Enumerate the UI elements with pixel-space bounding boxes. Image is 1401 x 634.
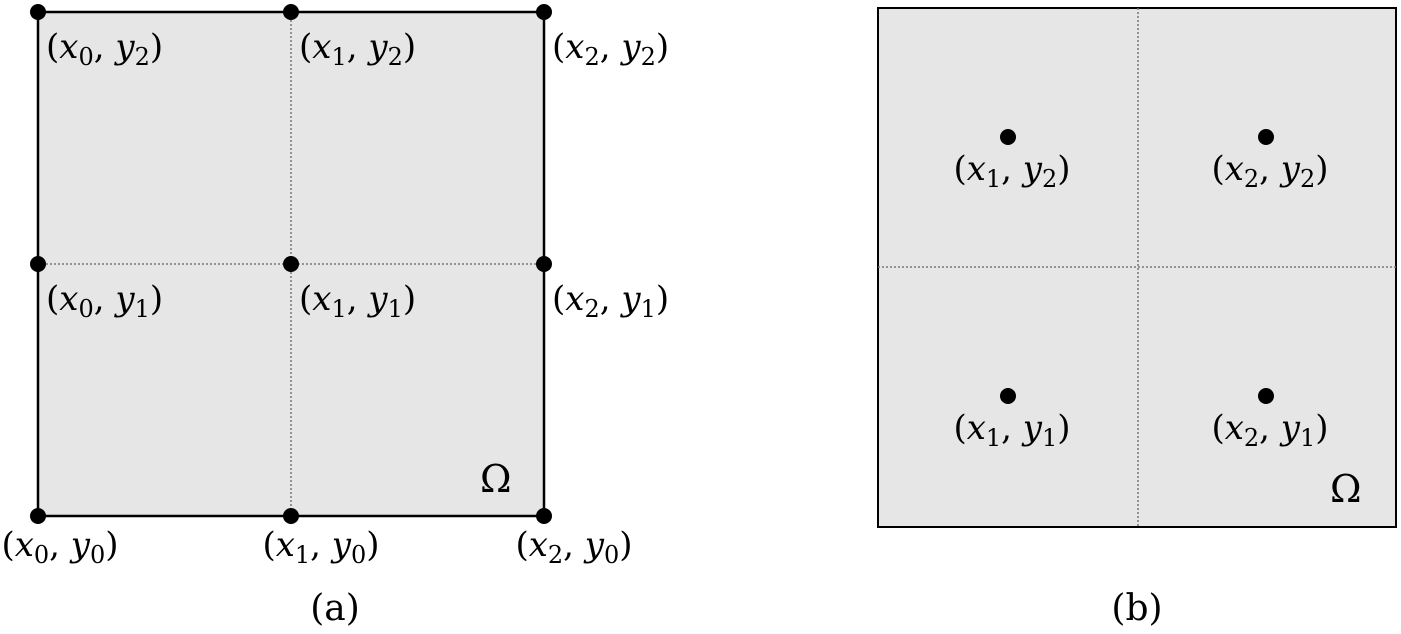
panel-a-node: (x1, y1) <box>283 256 416 323</box>
panel-a-omega-label: Ω <box>480 457 512 501</box>
panel-a-node: (x2, y0) <box>515 508 633 569</box>
grid-node-dot <box>1258 388 1274 404</box>
panel-a-node: (x0, y1) <box>30 256 163 323</box>
grid-node-dot <box>536 508 552 524</box>
grid-node-dot <box>536 256 552 272</box>
panel-a-node: (x0, y2) <box>30 4 163 71</box>
node-coordinate-label: (x1, y1) <box>299 279 416 323</box>
panel-b-cell-centered-grid: (x1, y2) (x2, y2) (x1, y1) (x2, y1) Ω (b) <box>877 7 1397 629</box>
panel-b-node: (x1, y2) <box>953 129 1071 193</box>
grid-node-dot <box>536 4 552 20</box>
grid-node-dot <box>30 508 46 524</box>
panel-b-domain <box>877 7 1397 528</box>
node-coordinate-label: (x1, y1) <box>953 408 1070 452</box>
panel-b-omega-label: Ω <box>1330 467 1362 511</box>
grid-node-dot <box>1000 129 1016 145</box>
panel-a-node: (x1, y0) <box>262 508 380 569</box>
node-coordinate-label: (x0, y1) <box>46 279 163 323</box>
grid-node-dot <box>1000 388 1016 404</box>
panel-b-node: (x1, y1) <box>953 388 1071 452</box>
grid-node-dot <box>1258 129 1274 145</box>
node-coordinate-label: (x2, y2) <box>1211 149 1328 193</box>
panel-b-caption: (b) <box>1111 588 1162 629</box>
node-coordinate-label: (x2, y1) <box>1211 408 1328 452</box>
node-coordinate-label: (x1, y2) <box>299 27 416 71</box>
grid-node-dot <box>283 508 299 524</box>
panel-a-node: (x0, y0) <box>1 508 119 569</box>
grid-node-dot <box>283 4 299 20</box>
panel-b-node: (x2, y1) <box>1211 388 1329 452</box>
node-coordinate-label: (x0, y2) <box>46 27 163 71</box>
node-coordinate-label: (x2, y1) <box>552 279 669 323</box>
grid-node-dot <box>283 256 299 272</box>
node-coordinate-label: (x0, y0) <box>1 525 118 569</box>
node-coordinate-label: (x1, y0) <box>262 525 379 569</box>
panel-a-node: (x2, y1) <box>536 256 669 323</box>
panel-a-vertex-grid: (x0, y2) (x1, y2) (x2, y2) (x0, y1) (x1, y1)… <box>1 4 669 629</box>
node-coordinate-label: (x2, y2) <box>552 27 669 71</box>
panel-a-nodes: (x0, y2) (x1, y2) (x2, y2) (x0, y1) (x1, y1)… <box>1 4 669 569</box>
panel-b-nodes: (x1, y2) (x2, y2) (x1, y1) (x2, y1) <box>953 129 1329 452</box>
node-coordinate-label: (x2, y0) <box>515 525 632 569</box>
panel-b-node: (x2, y2) <box>1211 129 1329 193</box>
panel-a-node: (x1, y2) <box>283 4 416 71</box>
panel-a-node: (x2, y2) <box>536 4 669 71</box>
node-coordinate-label: (x1, y2) <box>953 149 1070 193</box>
grid-node-dot <box>30 256 46 272</box>
grid-node-dot <box>30 4 46 20</box>
panel-a-caption: (a) <box>310 588 360 629</box>
